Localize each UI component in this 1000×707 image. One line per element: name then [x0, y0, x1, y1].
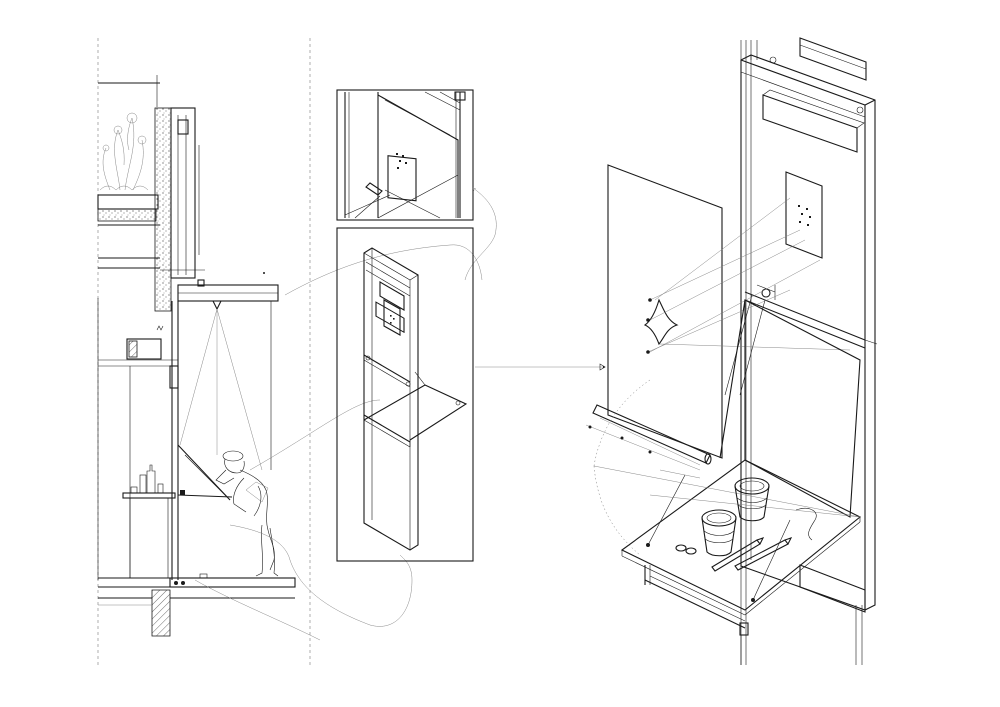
person-figure-icon [215, 450, 279, 577]
interior-shelf [122, 464, 176, 578]
building-section [97, 38, 311, 665]
upper-floor [97, 75, 205, 312]
exploded-isometric [585, 37, 878, 665]
string-scribble [795, 508, 817, 541]
coins [675, 544, 697, 555]
hinge-rod [585, 299, 746, 471]
detail-frame-inset [336, 227, 474, 562]
canopy [177, 279, 279, 471]
connector-curve-1 [284, 244, 483, 296]
fold-down-counter [177, 444, 233, 501]
speaker-holes-2 [390, 315, 395, 324]
connector-curve-5 [464, 187, 497, 281]
background-column [740, 37, 867, 665]
lower-frame [644, 564, 866, 665]
facade-wall [97, 298, 179, 580]
pencil-icon [711, 537, 765, 572]
speaker-holes [396, 153, 407, 169]
projection-lines [647, 197, 851, 353]
connector-arrow-icon [472, 187, 477, 192]
connector-curve-2 [249, 399, 381, 471]
cup-icon [734, 477, 770, 522]
plant-icon [99, 112, 149, 191]
connector-curve-4 [194, 579, 321, 641]
floor-slab [98, 573, 296, 637]
connector-curve-3 [229, 524, 413, 627]
dot-mark [263, 272, 265, 274]
connector-arrow-icon [599, 363, 606, 371]
vent-mark [156, 325, 164, 331]
pencil-icon [734, 537, 793, 571]
fold-down-counter-iso [593, 299, 862, 616]
speaker-holes-3 [798, 205, 811, 226]
cup-icon [701, 509, 737, 557]
window-frame [724, 54, 878, 611]
glass-pane [607, 164, 851, 459]
detail-top-inset [336, 89, 474, 221]
